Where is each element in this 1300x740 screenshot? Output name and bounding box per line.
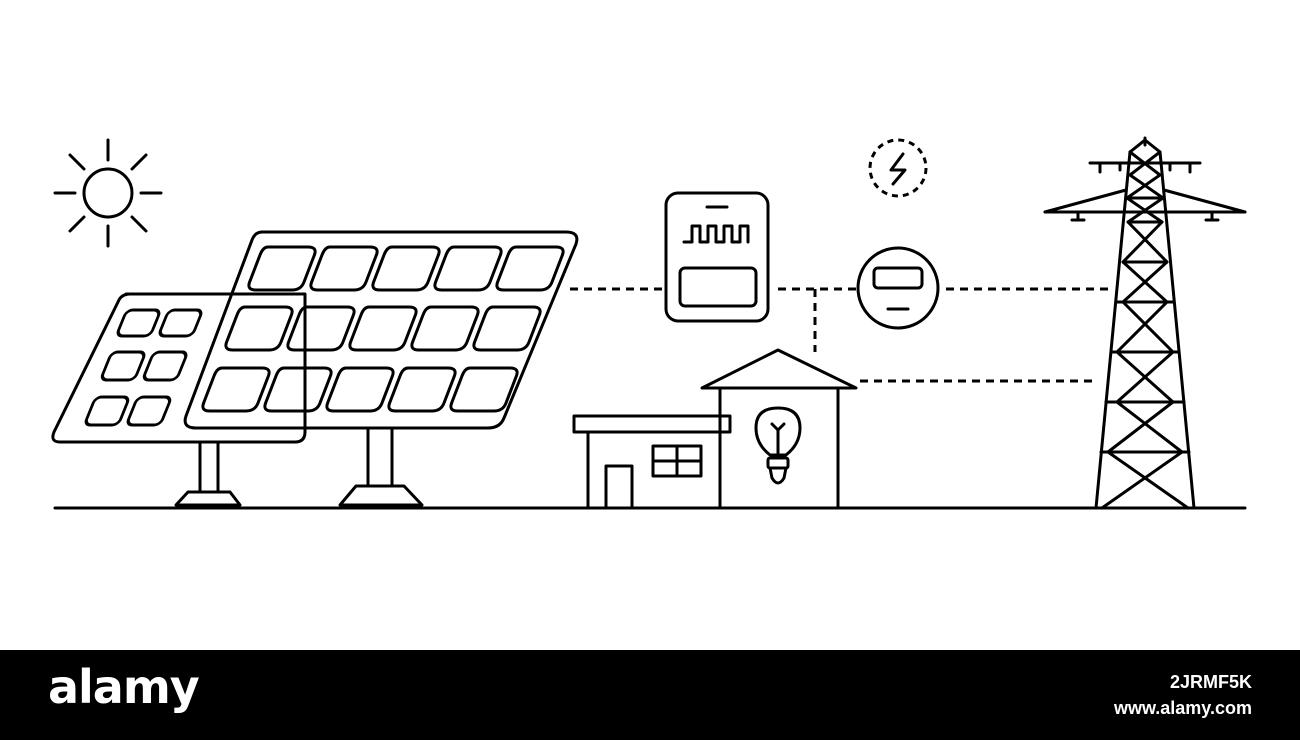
- door-icon: [604, 464, 634, 510]
- lightning-badge-icon: [868, 138, 928, 198]
- brand-logo: alamy: [48, 660, 200, 714]
- light-bulb-icon: [754, 406, 802, 485]
- solar-cells-small: [84, 308, 203, 427]
- transmission-tower: [1043, 136, 1247, 510]
- site-url-label: www.alamy.com: [1113, 698, 1252, 718]
- sun-icon: [53, 138, 163, 248]
- inverter-icon: [664, 191, 770, 323]
- solar-panel-large: [183, 230, 579, 507]
- solar-energy-diagram: [51, 136, 1247, 510]
- window-icon: [651, 444, 703, 478]
- solar-panel-small: [51, 292, 307, 507]
- solar-cells-large: [201, 245, 565, 413]
- electric-meter-icon: [856, 246, 940, 330]
- watermark-footer: alamy 2JRMF5K www.alamy.com: [0, 650, 1300, 740]
- wiring-lines: [570, 287, 1108, 383]
- house: [572, 348, 858, 510]
- image-id-label: 2JRMF5K: [1169, 672, 1252, 692]
